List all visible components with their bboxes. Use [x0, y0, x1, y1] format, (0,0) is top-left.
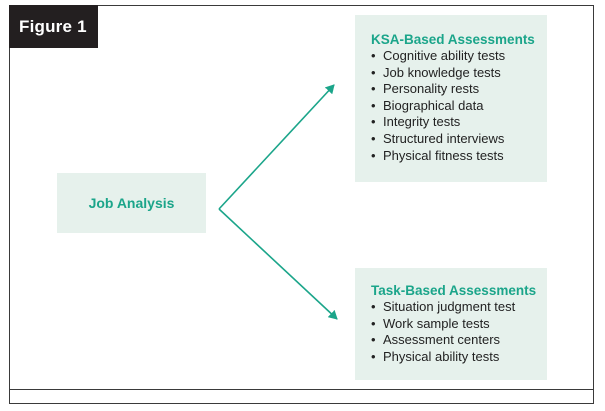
- list-item: • Biographical data: [371, 98, 547, 115]
- bullet-glyph: •: [371, 114, 376, 130]
- figure-frame: [9, 5, 594, 404]
- ksa-item-label: Job knowledge tests: [383, 64, 501, 80]
- list-item: • Cognitive ability tests: [371, 48, 547, 65]
- task-item-label: Situation judgment test: [383, 299, 516, 314]
- list-item: • Assessment centers: [371, 332, 547, 349]
- bullet-glyph: •: [371, 81, 376, 97]
- bullet-glyph: •: [371, 64, 376, 80]
- ksa-item-label: Integrity tests: [383, 114, 461, 130]
- task-item-list: • Situation judgment test • Work sample te…: [371, 299, 547, 365]
- job-analysis-box: Job Analysis: [57, 173, 206, 233]
- bullet-glyph: •: [371, 299, 376, 314]
- ksa-item-label: Structured interviews: [383, 130, 505, 146]
- bullet-glyph: •: [371, 332, 376, 348]
- bullet-glyph: •: [371, 348, 376, 364]
- figure-label: Figure 1: [9, 5, 98, 48]
- job-analysis-label: Job Analysis: [88, 195, 175, 211]
- bullet-glyph: •: [371, 48, 376, 63]
- list-item: • Work sample tests: [371, 316, 547, 333]
- ksa-item-label: Cognitive ability tests: [383, 48, 506, 63]
- ksa-item-label: Physical fitness tests: [383, 147, 504, 163]
- list-item: • Physical fitness tests: [371, 148, 547, 165]
- list-item: • Situation judgment test: [371, 299, 547, 316]
- bottom-rule: [9, 389, 594, 390]
- task-title: Task-Based Assessments: [371, 283, 537, 298]
- bullet-glyph: •: [371, 315, 376, 331]
- ksa-title: KSA-Based Assessments: [371, 32, 535, 47]
- bullet-glyph: •: [371, 97, 376, 113]
- bullet-glyph: •: [371, 147, 376, 163]
- list-item: • Job knowledge tests: [371, 65, 547, 82]
- ksa-item-label: Biographical data: [383, 97, 484, 113]
- bullet-glyph: •: [371, 130, 376, 146]
- task-item-label: Assessment centers: [383, 332, 501, 348]
- list-item: • Physical ability tests: [371, 349, 547, 366]
- list-item: • Structured interviews: [371, 131, 547, 148]
- ksa-item-label: Personality rests: [383, 81, 480, 97]
- ksa-item-list: • Cognitive ability tests • Job knowledge …: [371, 48, 547, 164]
- task-assessments-box: Task-Based Assessments • Situation judgme…: [355, 268, 547, 380]
- list-item: • Personality rests: [371, 81, 547, 98]
- task-item-label: Physical ability tests: [383, 348, 500, 364]
- ksa-assessments-box: KSA-Based Assessments • Cognitive ability…: [355, 15, 547, 182]
- task-item-label: Work sample tests: [383, 315, 490, 331]
- list-item: • Integrity tests: [371, 114, 547, 131]
